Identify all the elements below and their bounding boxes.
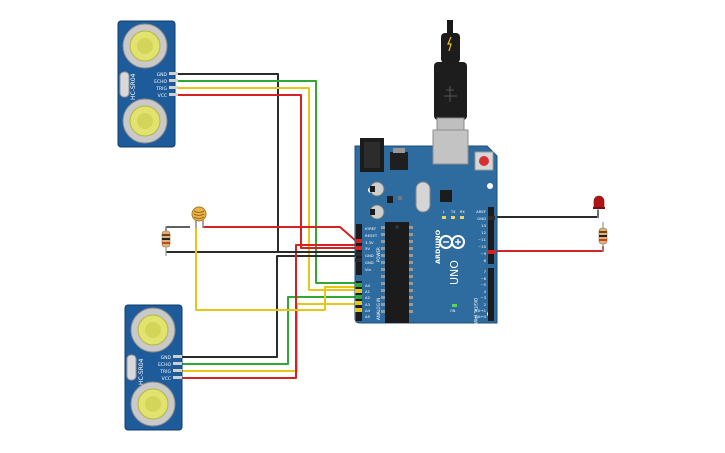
arduino-pin-a2: A2	[365, 295, 371, 300]
sensor-bottom-model-label: HC-SR04	[138, 358, 145, 385]
wire-ldr-a0[interactable]	[195, 228, 356, 311]
sensor-bottom-pins	[173, 355, 182, 379]
arduino-pin-11: ~11	[478, 237, 487, 242]
arduino-pin-gnd-2: GND	[365, 260, 374, 265]
arduino-pin-9: ~9	[480, 251, 486, 256]
arduino-tx-label: TX	[450, 210, 456, 214]
sensor-bottom-crystal	[126, 354, 137, 381]
arduino-digital-header-top	[488, 207, 494, 264]
arduino-analog-header-label: ANALOG IN	[376, 298, 381, 320]
arduino-on-label: ON	[450, 309, 456, 313]
wire-bottom-sensor-echo[interactable]	[181, 296, 356, 365]
usb-cable[interactable]	[434, 20, 467, 133]
wire-top-sensor-trig[interactable]	[178, 87, 356, 291]
arduino-pin-2: 2	[484, 302, 487, 307]
sensor-top-pin-gnd: GND	[157, 72, 168, 78]
arduino-rx-label: RX	[460, 210, 465, 214]
ultrasonic-sensor-bottom[interactable]: HC-SR04 GND ECHO TRIG VCC	[124, 304, 183, 431]
arduino-digital-header-label: DIGITAL (PWM~)	[473, 298, 478, 332]
arduino-pin-aref: AREF	[476, 209, 486, 214]
arduino-regulator	[390, 152, 408, 170]
arduino-pin-a0: A0	[365, 283, 371, 288]
sensor-top-pin-labels: GND ECHO TRIG VCC	[154, 72, 167, 99]
wire-ldr-5v[interactable]	[203, 226, 357, 242]
arduino-pin-8: 8	[484, 258, 487, 263]
arduino-pin-vin: Vin	[365, 267, 372, 272]
wire-top-sensor-gnd[interactable]	[178, 73, 356, 253]
arduino-pin-gnd-3: GND	[477, 216, 486, 221]
sensor-top-pin-trig: TRIG	[155, 86, 167, 92]
arduino-usb-port	[432, 129, 469, 165]
arduino-pin-5: ~5	[480, 282, 486, 287]
arduino-pin-3v3: 3.3V	[365, 240, 374, 245]
sensor-top-pin-vcc: VCC	[158, 93, 167, 99]
arduino-pin-gnd-1: GND	[365, 253, 374, 258]
arduino-pin-1: TX→1	[474, 308, 486, 313]
sensor-bottom-pin-trig: TRIG	[159, 369, 171, 375]
arduino-analog-pin-labels: A0 A1 A2 A3 A4 A5	[365, 283, 371, 319]
arduino-digital-bottom-pin-labels: 7 ~6 ~5 4 ~3 2 TX→1 RX←0	[474, 269, 486, 319]
arduino-pin-a5: A5	[365, 314, 371, 319]
arduino-pin-3: ~3	[480, 295, 486, 300]
sensor-top-model-label: HC-SR04	[130, 73, 137, 100]
sensor-bottom-pin-echo: ECHO	[158, 362, 171, 368]
arduino-pin-a4: A4	[365, 308, 371, 313]
wire-top-sensor-echo[interactable]	[178, 80, 356, 284]
arduino-pin-reset: RESET	[365, 233, 378, 238]
arduino-pin-7: 7	[484, 269, 487, 274]
sensor-top-pin-echo: ECHO	[154, 79, 167, 85]
wire-led-gnd[interactable]	[492, 210, 599, 218]
arduino-digital-top-pin-labels: AREF GND 13 12 ~11 ~10 ~9 8	[476, 209, 486, 263]
arduino-model-label: UNO	[448, 260, 461, 285]
photoresistor[interactable]	[191, 206, 207, 228]
arduino-digital-header-bottom	[488, 268, 494, 321]
arduino-atmega-chip	[385, 222, 409, 323]
sensor-bottom-pin-gnd: GND	[161, 355, 172, 361]
resistor-ldr[interactable]	[161, 226, 171, 256]
sensor-top-crystal	[119, 71, 130, 98]
led-red[interactable]	[593, 195, 605, 218]
arduino-pin-0: RX←0	[475, 314, 486, 319]
ultrasonic-sensor-top[interactable]: HC-SR04 GND ECHO TRIG VCC	[117, 20, 178, 148]
sensor-bottom-pin-labels: GND ECHO TRIG VCC	[158, 355, 171, 382]
wire-endpoints	[355, 216, 495, 312]
sensor-top-pins	[169, 72, 178, 96]
arduino-pin-12: 12	[481, 230, 486, 235]
arduino-pin-a1: A1	[365, 289, 371, 294]
arduino-power-header-label: POWER	[376, 247, 381, 262]
wire-bottom-sensor-trig[interactable]	[181, 303, 356, 372]
sensor-bottom-pin-vcc: VCC	[162, 376, 171, 382]
arduino-logo-icon	[439, 235, 465, 249]
resistor-led[interactable]	[598, 222, 608, 252]
arduino-power-pin-labels: IOREF RESET 3.3V 5V GND GND Vin	[365, 226, 378, 272]
arduino-reset-button[interactable]	[474, 151, 494, 171]
wire-bottom-sensor-vcc[interactable]	[181, 244, 356, 379]
arduino-pin-4: 4	[484, 289, 487, 294]
arduino-pin-a3: A3	[365, 302, 371, 307]
wire-bottom-sensor-gnd[interactable]	[181, 255, 356, 358]
arduino-pin-5v: 5V	[365, 246, 370, 251]
wire-ldr-to-resistor[interactable]	[165, 226, 190, 232]
arduino-pin-13: 13	[481, 223, 486, 228]
arduino-uno-board[interactable]: L TX RX ON ARDUINO UNO POWER IOREF RESET…	[354, 129, 498, 332]
arduino-chip-legs	[381, 226, 413, 313]
wire-top-sensor-vcc[interactable]	[178, 94, 356, 249]
arduino-pin-6: ~6	[480, 276, 486, 281]
arduino-pin-10: ~10	[478, 244, 487, 249]
arduino-pin-ioref: IOREF	[365, 226, 376, 231]
arduino-l-label: L	[443, 210, 445, 214]
wire-led-pin9[interactable]	[492, 246, 604, 252]
arduino-crystal	[415, 181, 431, 213]
arduino-brand-label: ARDUINO	[434, 229, 442, 264]
